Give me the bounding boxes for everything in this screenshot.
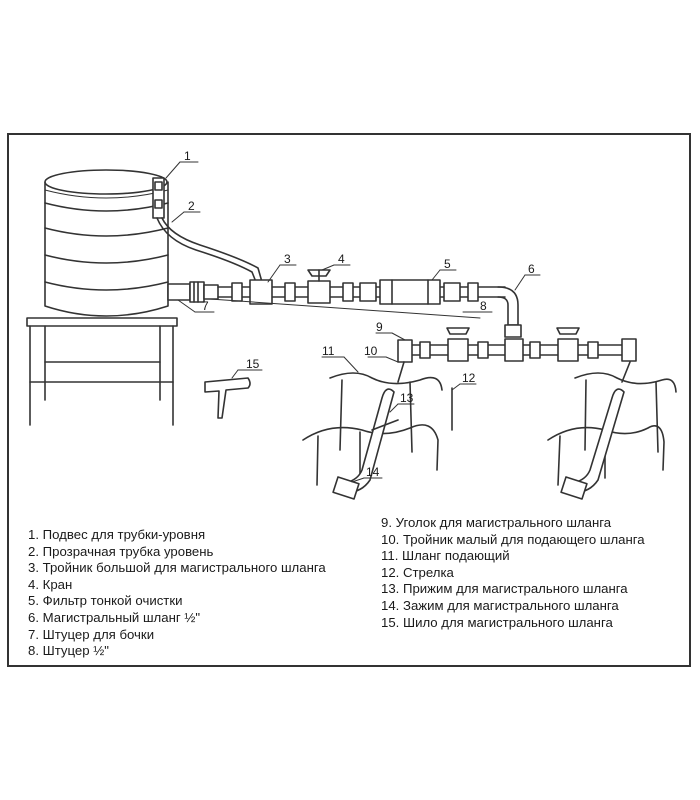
legend-item: 7. Штуцер для бочки <box>28 626 155 642</box>
legend-item: 8. Штуцер ½" <box>28 643 109 659</box>
legend-item: 10. Тройник малый для подающего шланга <box>381 531 645 547</box>
legend-item: 15. Шило для магистрального шланга <box>381 614 613 630</box>
legend-item: 2. Прозрачная трубка уровень <box>28 543 214 559</box>
legend-item: 11. Шланг подающий <box>381 548 510 564</box>
legend-item: 9. Уголок для магистрального шланга <box>381 515 612 530</box>
legend-item: 13. Прижим для магистрального шланга <box>381 581 628 597</box>
level-tube <box>152 177 263 283</box>
legend-item: 5. Фильтр тонкой очистки <box>28 593 183 609</box>
callout-10: 10 <box>364 344 378 358</box>
legend-left: 1. Подвес для трубки-уровня 2. Прозрачна… <box>28 527 326 660</box>
legend-right: 9. Уголок для магистрального шланга 10. … <box>381 515 645 631</box>
callout-4: 4 <box>338 252 345 266</box>
main-line-lower <box>397 327 637 363</box>
drip-group-right <box>547 361 677 500</box>
legend-item: 4. Кран <box>28 576 73 592</box>
drip-group-left <box>302 361 453 500</box>
barrel-fitting <box>167 281 219 303</box>
callout-13: 13 <box>400 391 414 405</box>
callout-2: 2 <box>188 199 195 213</box>
callout-labels: 1 2 3 4 5 6 7 8 9 10 11 12 13 14 15 <box>184 149 535 479</box>
legend-item: 12. Стрелка <box>381 564 454 580</box>
callout-14: 14 <box>366 465 380 479</box>
barrel-stand <box>26 317 178 426</box>
callout-11: 11 <box>322 344 335 358</box>
legend-item: 6. Магистральный шланг ½" <box>28 609 201 625</box>
legend-item: 1. Подвес для трубки-уровня <box>28 527 206 542</box>
main-line-upper <box>217 269 522 338</box>
callout-5: 5 <box>444 257 451 271</box>
legend-item: 14. Зажим для магистрального шланга <box>381 597 619 613</box>
callout-15: 15 <box>246 357 260 371</box>
callout-6: 6 <box>528 262 535 276</box>
water-barrel <box>44 169 169 317</box>
callout-12: 12 <box>462 371 476 385</box>
callout-1: 1 <box>184 149 191 163</box>
callout-8: 8 <box>480 299 487 313</box>
awl <box>204 377 251 419</box>
callout-7: 7 <box>202 299 209 313</box>
callout-3: 3 <box>284 252 291 266</box>
callout-leaders <box>165 161 541 483</box>
legend-item: 3. Тройник большой для магистрального шл… <box>28 560 326 576</box>
callout-9: 9 <box>376 320 383 334</box>
